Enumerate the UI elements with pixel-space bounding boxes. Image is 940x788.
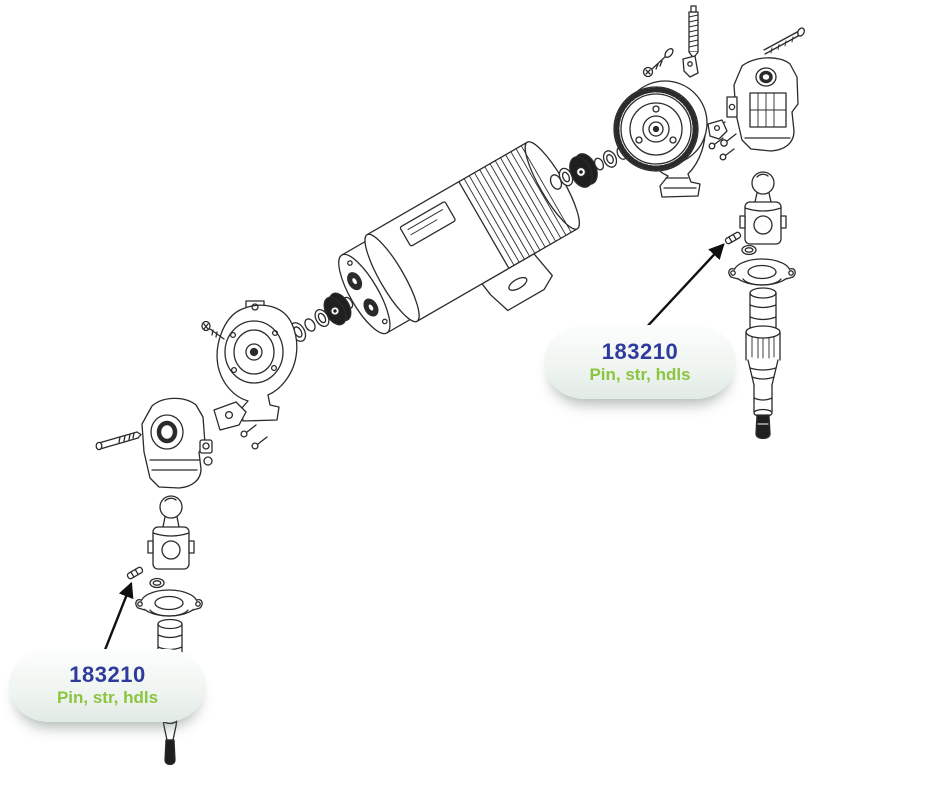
o-ring: [741, 244, 757, 256]
motor-nameplate: [399, 201, 456, 247]
callout-arrow-left: [101, 581, 134, 657]
drive-pulley: [569, 153, 598, 188]
gear-bracket: [707, 119, 735, 161]
o-ring: [149, 577, 165, 589]
part-name: Pin, str, hdls: [589, 364, 691, 384]
right-displacement-pump: [724, 171, 796, 440]
right-pump-block: [707, 27, 805, 161]
pin-str-hdls-right: [724, 231, 742, 245]
retainer-clip: [682, 55, 699, 78]
left-shaft-washers: [289, 292, 354, 342]
clamp-flange: [135, 589, 203, 617]
part-callout-left[interactable]: 183210 Pin, str, hdls: [9, 649, 206, 722]
left-pump-block: [95, 397, 213, 489]
top-fasteners: [642, 5, 699, 78]
gearbox-screw: [201, 320, 225, 340]
gearbox-bracket: [213, 401, 268, 450]
piston-ball: [751, 171, 775, 195]
block-top-screw: [763, 27, 805, 55]
gear-screw: [642, 48, 674, 78]
part-callout-right[interactable]: 183210 Pin, str, hdls: [544, 325, 736, 399]
part-number: 183210: [69, 662, 146, 688]
drive-gear-assembly: [613, 80, 708, 198]
left-gearbox-housing: [201, 300, 298, 450]
long-pin: [95, 431, 142, 451]
clamp-flange: [728, 258, 796, 286]
part-number: 183210: [601, 338, 679, 364]
piston-ball: [159, 495, 183, 519]
left-displacement-pump: [126, 495, 203, 766]
part-name: Pin, str, hdls: [56, 688, 159, 708]
pump-cylinder: [745, 287, 781, 440]
pin-str-hdls-left: [126, 566, 144, 580]
threaded-rod: [688, 5, 699, 59]
